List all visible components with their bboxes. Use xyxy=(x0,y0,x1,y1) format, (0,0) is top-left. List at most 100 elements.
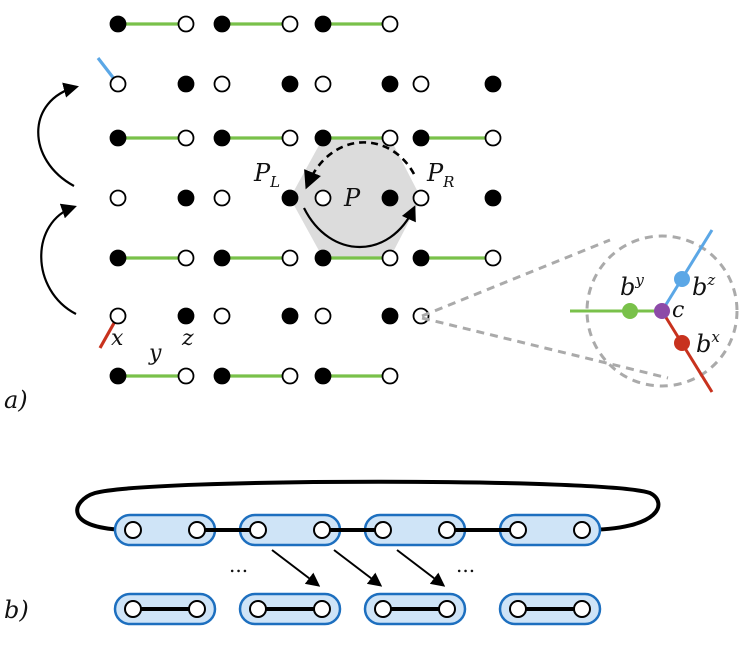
top-site-6 xyxy=(438,521,456,539)
majorana-bz-label: bz xyxy=(692,271,715,301)
site-white-4_5 xyxy=(314,307,332,325)
bond-z-label: z xyxy=(181,326,194,351)
bottom-site-2 xyxy=(188,600,206,618)
dimer-chain-bottom xyxy=(113,592,602,626)
site-black-3_5 xyxy=(281,307,299,325)
plaquette-right-label: PR xyxy=(426,159,454,191)
site-white-1_6 xyxy=(177,367,195,385)
site-white-6_5 xyxy=(412,307,430,325)
site-white-7_4 xyxy=(484,249,502,267)
plaquette-shading xyxy=(290,138,421,258)
site-black-5_3 xyxy=(381,189,399,207)
panel-b-label: b) xyxy=(4,596,29,624)
site-black-1_3 xyxy=(177,189,195,207)
site-black-2_6 xyxy=(213,367,231,385)
honeycomb-sites xyxy=(109,15,502,385)
site-white-0_5 xyxy=(109,307,127,325)
bottom-site-8 xyxy=(573,600,591,618)
site-black-4_2 xyxy=(314,129,332,147)
site-black-3_1 xyxy=(281,75,299,93)
majorana-c-dot xyxy=(654,303,670,319)
hop-arrow-upper xyxy=(37,82,79,187)
majorana-bz-dot xyxy=(674,271,690,287)
mapping-arrow-1 xyxy=(271,549,321,587)
majorana-by-dot xyxy=(622,303,638,319)
site-zoom-inset: by bz bx c xyxy=(421,229,739,393)
ellipsis-left: ... xyxy=(229,553,248,577)
periodic-boundary-loop xyxy=(75,479,661,532)
zoom-line-lower xyxy=(421,316,669,380)
bond-y-label: y xyxy=(148,341,162,366)
site-white-1_4 xyxy=(177,249,195,267)
inset-z-leg xyxy=(660,229,714,312)
site-black-5_1 xyxy=(381,75,399,93)
top-site-7 xyxy=(509,521,527,539)
site-black-5_5 xyxy=(381,307,399,325)
site-white-0_3 xyxy=(109,189,127,207)
plaquette-arrow-solid xyxy=(303,205,416,249)
site-black-0_6 xyxy=(109,367,127,385)
site-black-4_0 xyxy=(314,15,332,33)
site-white-3_0 xyxy=(281,15,299,33)
zoom-line-upper xyxy=(421,238,611,318)
panel-a-label: a) xyxy=(4,386,28,414)
site-black-6_4 xyxy=(412,249,430,267)
dimer-chain-top xyxy=(113,513,602,547)
site-black-0_4 xyxy=(109,249,127,267)
site-black-7_3 xyxy=(484,189,502,207)
plaquette-arrow-dashed xyxy=(304,141,416,190)
site-white-7_2 xyxy=(484,129,502,147)
site-black-3_3 xyxy=(281,189,299,207)
ellipsis-right: ... xyxy=(456,553,475,577)
top-site-1 xyxy=(124,521,142,539)
site-white-1_0 xyxy=(177,15,195,33)
site-white-4_3 xyxy=(314,189,332,207)
mapping-arrow-3 xyxy=(396,549,446,587)
site-black-7_1 xyxy=(484,75,502,93)
site-white-2_3 xyxy=(213,189,231,207)
panel-a: P PL PR x y z a) by bz bx c xyxy=(4,15,739,414)
majorana-by-label: by xyxy=(620,271,644,301)
plaquette-left-label: PL xyxy=(253,159,280,191)
zoom-circle xyxy=(585,234,739,388)
majorana-c-label: c xyxy=(672,298,684,323)
hop-arrow-lower xyxy=(40,203,77,315)
site-white-0_1 xyxy=(109,75,127,93)
bottom-site-1 xyxy=(124,600,142,618)
site-white-5_0 xyxy=(381,15,399,33)
site-white-5_4 xyxy=(381,249,399,267)
site-black-0_2 xyxy=(109,129,127,147)
bottom-site-5 xyxy=(374,600,392,618)
plaquette-label: P xyxy=(343,184,361,212)
site-black-2_2 xyxy=(213,129,231,147)
panel-b: ... ... b) xyxy=(4,479,661,626)
top-site-4 xyxy=(313,521,331,539)
bottom-site-6 xyxy=(438,600,456,618)
site-white-2_5 xyxy=(213,307,231,325)
majorana-bx-label: bx xyxy=(696,328,720,358)
inset-x-leg xyxy=(660,310,714,393)
site-white-4_1 xyxy=(314,75,332,93)
site-black-4_6 xyxy=(314,367,332,385)
site-black-1_1 xyxy=(177,75,195,93)
site-white-5_6 xyxy=(381,367,399,385)
site-white-2_1 xyxy=(213,75,231,93)
site-black-2_4 xyxy=(213,249,231,267)
honeycomb-bonds xyxy=(96,22,493,378)
site-white-5_2 xyxy=(381,129,399,147)
bottom-site-7 xyxy=(509,600,527,618)
top-site-5 xyxy=(374,521,392,539)
site-black-4_4 xyxy=(314,249,332,267)
site-black-6_2 xyxy=(412,129,430,147)
bottom-site-3 xyxy=(249,600,267,618)
site-white-3_4 xyxy=(281,249,299,267)
site-black-0_0 xyxy=(109,15,127,33)
majorana-bx-dot xyxy=(674,335,690,351)
top-site-3 xyxy=(249,521,267,539)
site-white-6_3 xyxy=(412,189,430,207)
site-black-1_5 xyxy=(177,307,195,325)
mapping-arrow-2 xyxy=(333,549,383,587)
top-site-2 xyxy=(188,521,206,539)
bond-x-label: x xyxy=(111,326,124,351)
